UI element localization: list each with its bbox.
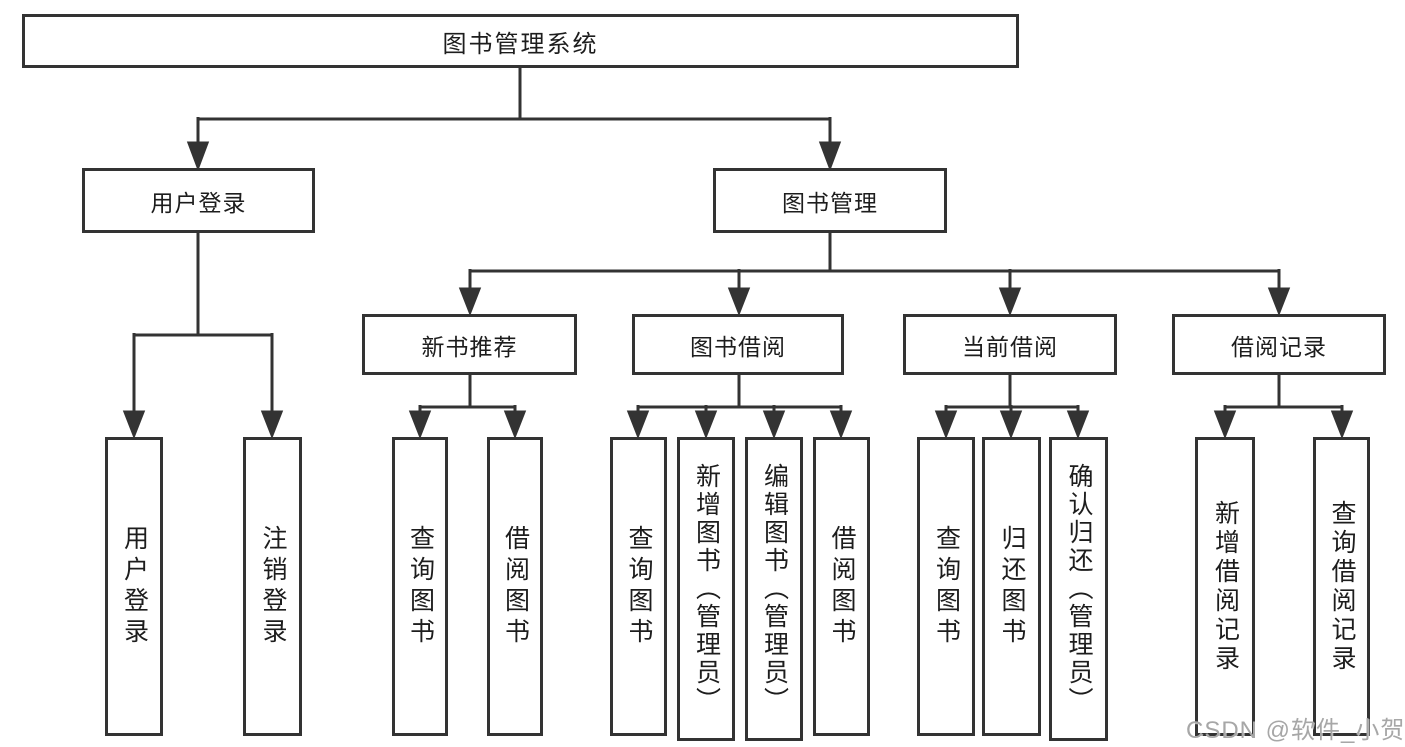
leaf-user-login: 用户登录 [105, 437, 163, 736]
leaf-logout: 注销登录 [243, 437, 302, 736]
connector-group [122, 68, 1354, 440]
leaf-borrow-books-recommend: 借阅图书 [487, 437, 543, 736]
leaf-add-books-admin: 新增图书（管理员） [677, 437, 735, 741]
leaf-confirm-return-admin: 确认归还（管理员） [1049, 437, 1108, 741]
node-current-borrowing: 当前借阅 [903, 314, 1117, 375]
node-book-management: 图书管理 [713, 168, 947, 233]
node-library-management-system: 图书管理系统 [22, 14, 1019, 68]
leaf-query-books-recommend: 查询图书 [392, 437, 448, 736]
csdn-watermark: CSDN @软件_小贺同学 [1186, 717, 1405, 744]
leaf-return-books: 归还图书 [982, 437, 1041, 736]
node-borrowing-records: 借阅记录 [1172, 314, 1386, 375]
leaf-borrow-books-borrowing: 借阅图书 [813, 437, 870, 736]
leaf-add-borrow-record: 新增借阅记录 [1195, 437, 1255, 736]
leaf-query-borrow-record: 查询借阅记录 [1313, 437, 1370, 736]
leaf-query-books-current: 查询图书 [917, 437, 975, 736]
node-new-book-recommendation: 新书推荐 [362, 314, 577, 375]
leaf-query-books-borrowing: 查询图书 [610, 437, 667, 736]
node-book-borrowing: 图书借阅 [632, 314, 844, 375]
leaf-edit-books-admin: 编辑图书（管理员） [745, 437, 803, 741]
node-user-login: 用户登录 [82, 168, 315, 233]
